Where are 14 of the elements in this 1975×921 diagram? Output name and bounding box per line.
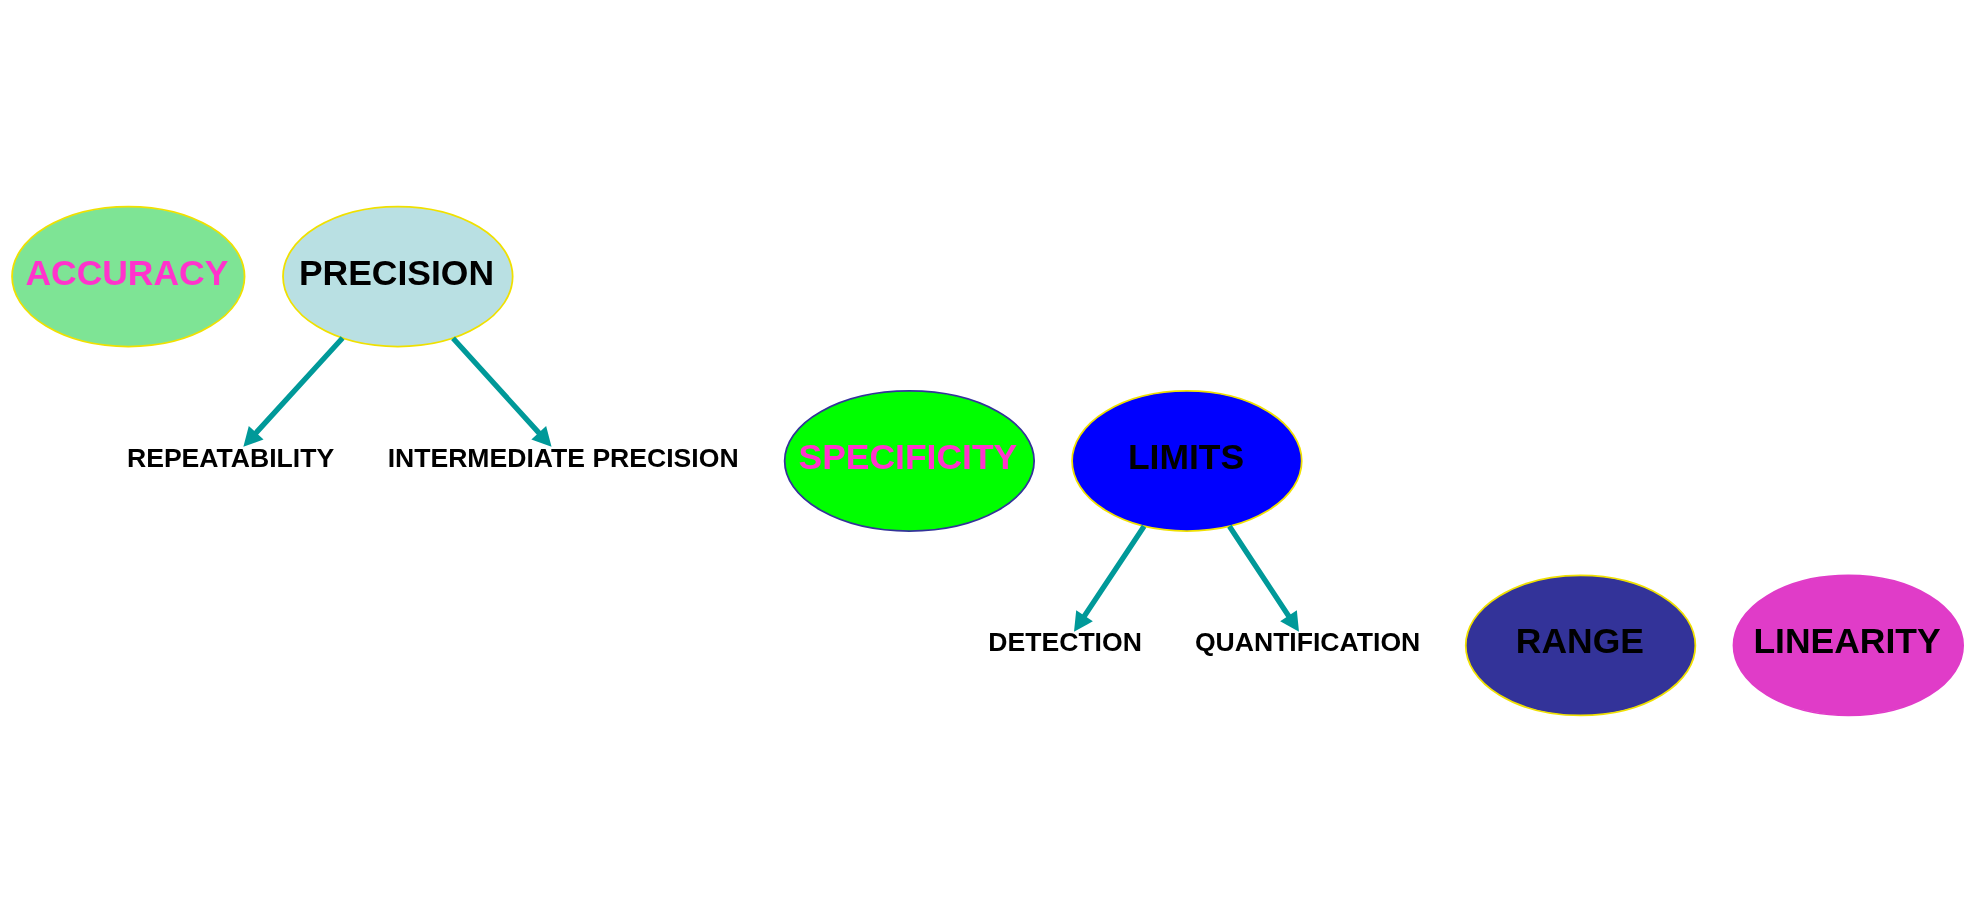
node-ellipse: PRECISION <box>282 205 514 347</box>
node-ellipse: LIMITS <box>1071 389 1303 532</box>
arrow <box>243 335 345 447</box>
arrow <box>1074 524 1147 632</box>
arrow <box>1227 524 1299 632</box>
node-ellipse: LINEARITY <box>1732 574 1964 716</box>
node-text: INTERMEDIATE PRECISION <box>387 442 739 473</box>
node-text: DETECTION <box>988 626 1142 657</box>
node-ellipse: ACCURACY <box>11 205 246 347</box>
node-text: REPEATABILITY <box>126 442 335 473</box>
node-text: QUANTIFICATION <box>1194 626 1421 657</box>
node-ellipse: SPECIFICITY <box>783 389 1036 532</box>
node-ellipse: RANGE <box>1464 574 1697 716</box>
arrow <box>451 336 552 447</box>
